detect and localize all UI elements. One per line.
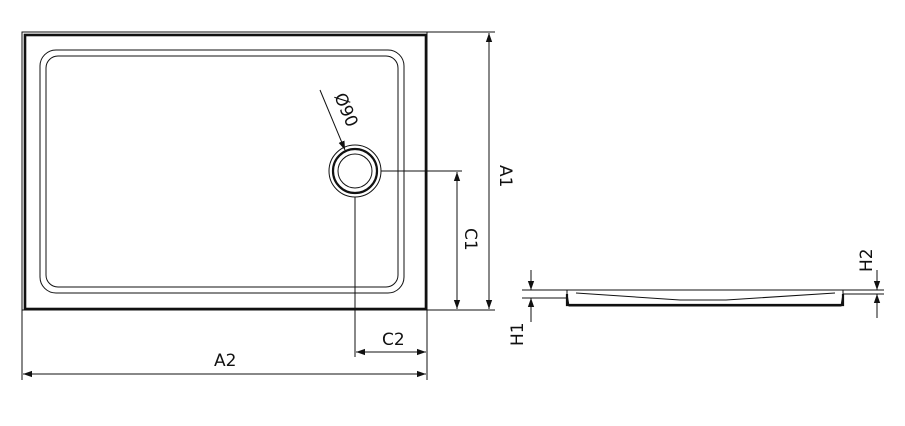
tray-side-profile: [566, 289, 844, 307]
tray-side-view: [565, 289, 845, 307]
tray-top-view: [21, 31, 428, 311]
c1-label: C1: [460, 228, 480, 251]
tray-side-thick-base: [565, 294, 845, 307]
a2-label: A2: [214, 351, 236, 371]
tray-outer-thick-edge: [23, 33, 428, 311]
c2-label: C2: [382, 330, 405, 350]
h1-label: H1: [508, 322, 528, 346]
drain-leader-line: [319, 89, 346, 151]
drain-inner: [337, 153, 373, 189]
drain-middle: [331, 147, 379, 195]
tray-side-basin-line: [575, 292, 836, 301]
a1-label: A1: [495, 165, 515, 187]
drain-outer: [328, 144, 382, 198]
h2-label: H2: [857, 248, 877, 272]
